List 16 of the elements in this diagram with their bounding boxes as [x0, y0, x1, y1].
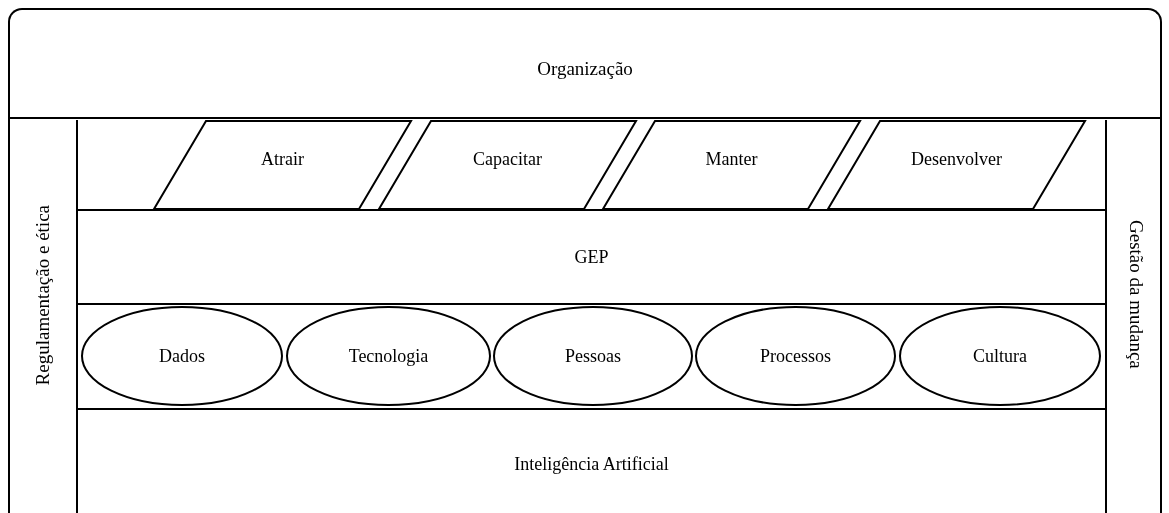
step-label: Manter [705, 149, 758, 170]
pillar-label: Dados [159, 345, 205, 367]
step-label: Desenvolver [911, 149, 1002, 170]
pillar-label: Pessoas [565, 345, 621, 367]
side-label: Gestão da mudança [1125, 220, 1147, 369]
side-label: Regulamentação e ética [32, 205, 54, 386]
pillar-label: Tecnologia [348, 345, 429, 367]
frame-panel [8, 8, 1162, 513]
pillar-label: Cultura [973, 345, 1027, 367]
heading-label: Organização [537, 58, 633, 80]
layer-band [78, 209, 1105, 305]
step-label: Capacitar [473, 149, 542, 170]
layer-label: Inteligência Artificial [514, 454, 669, 475]
step-label: Atrair [261, 149, 304, 170]
pillar-label: Processos [760, 345, 831, 367]
layer-label: GEP [574, 246, 609, 268]
